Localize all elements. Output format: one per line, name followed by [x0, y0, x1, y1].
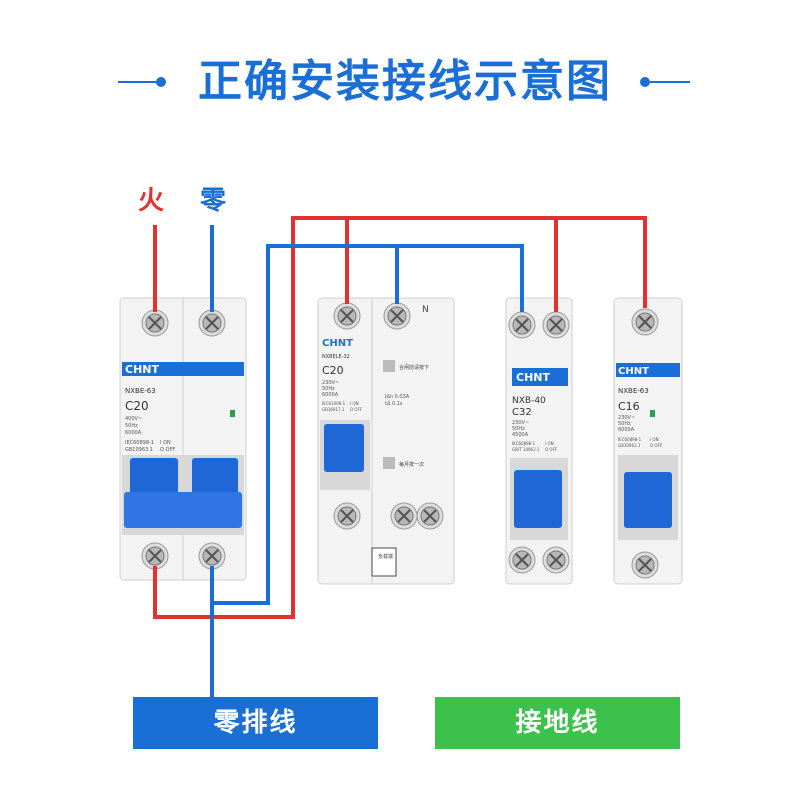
title-dot-right [640, 77, 650, 87]
svg-text:50Hz: 50Hz [322, 386, 335, 392]
svg-text:C16: C16 [618, 400, 640, 413]
svg-text:50Hz: 50Hz [125, 423, 138, 429]
svg-text:IEC60898-1: IEC60898-1 [618, 437, 642, 442]
svg-text:I ON: I ON [350, 401, 359, 406]
svg-text:O OFF: O OFF [160, 447, 175, 453]
screw-icon [141, 542, 169, 570]
svg-text:GB10963.1: GB10963.1 [618, 443, 641, 448]
svg-text:NXBE-63: NXBE-63 [618, 387, 649, 395]
svg-text:6000A: 6000A [125, 430, 142, 436]
breaker-4: CHNT NXBE-63 C16 230V~ 50Hz 6000A IEC608… [613, 297, 683, 585]
svg-text:O OFF: O OFF [545, 447, 558, 452]
svg-text:GB16917.1: GB16917.1 [322, 407, 345, 412]
title-line-right [650, 81, 690, 83]
toggle-handle [324, 424, 364, 472]
screw-icon [141, 309, 169, 337]
svg-text:GB10963.1: GB10963.1 [125, 447, 153, 453]
toggle-handle [514, 470, 562, 528]
breaker-2: N CHNT NXBELE-32 C20 230V~ 50Hz 6000A IE… [317, 297, 455, 585]
screw-icon [198, 309, 226, 337]
svg-text:CHNT: CHNT [516, 371, 550, 384]
svg-text:6000A: 6000A [618, 427, 635, 433]
svg-text:tΔ 0.1s: tΔ 0.1s [385, 401, 403, 407]
breaker-1: CHNT NXBE-63 C20 400V~ 50Hz 6000A IEC608… [119, 297, 247, 581]
title-line-left [118, 81, 158, 83]
svg-text:I ON: I ON [160, 440, 171, 446]
rating-label: C20 [125, 399, 149, 413]
page-title: 正确安装接线示意图 [198, 56, 612, 107]
svg-text:50Hz: 50Hz [512, 426, 525, 432]
svg-text:IEC60898-1: IEC60898-1 [125, 440, 154, 446]
svg-text:负载端: 负载端 [378, 553, 393, 560]
toggle-handle [624, 472, 672, 528]
svg-text:C20: C20 [322, 364, 344, 377]
svg-text:O OFF: O OFF [350, 407, 363, 412]
svg-text:230V~: 230V~ [618, 415, 635, 421]
svg-text:50Hz: 50Hz [618, 421, 631, 427]
svg-text:I ON: I ON [650, 437, 659, 442]
neutral-bar-label: 零排线 [133, 697, 378, 749]
svg-text:GB/T 10963.1: GB/T 10963.1 [512, 447, 540, 452]
svg-text:400V~: 400V~ [125, 416, 142, 422]
live-label: 火 [138, 186, 165, 216]
toggle-handle [124, 492, 242, 528]
model-label: NXBE-63 [125, 387, 156, 395]
neutral-label: 零 [200, 186, 227, 216]
svg-text:230V~: 230V~ [512, 420, 529, 426]
svg-text:IΔn 0.03A: IΔn 0.03A [385, 394, 410, 400]
screw-icon [198, 542, 226, 570]
title-dot-left [156, 77, 166, 87]
svg-text:N: N [422, 305, 429, 315]
svg-text:合闸前请按下: 合闸前请按下 [399, 364, 429, 371]
svg-text:O OFF: O OFF [650, 443, 663, 448]
svg-text:CHNT: CHNT [618, 366, 649, 377]
svg-text:6000A: 6000A [322, 392, 339, 398]
ground-bar-label: 接地线 [435, 697, 680, 749]
svg-text:NXBELE-32: NXBELE-32 [322, 354, 350, 360]
svg-text:C32: C32 [512, 407, 532, 418]
svg-text:IEC61009-1: IEC61009-1 [322, 401, 346, 406]
live-bus-wire [153, 216, 647, 619]
title-row: 正确安装接线示意图 [0, 52, 800, 112]
svg-text:每月按一次: 每月按一次 [399, 461, 424, 468]
svg-text:4500A: 4500A [512, 432, 529, 438]
svg-text:IEC60898-1: IEC60898-1 [512, 441, 536, 446]
breaker-3: CHNT NXB-40 C32 230V~ 50Hz 4500A IEC6089… [505, 297, 573, 585]
svg-text:I ON: I ON [545, 441, 554, 446]
svg-text:CHNT: CHNT [322, 338, 353, 349]
brand-label: CHNT [125, 363, 159, 376]
neutral-bus-wire [210, 244, 524, 605]
svg-text:230V~: 230V~ [322, 380, 339, 386]
svg-text:NXB-40: NXB-40 [512, 396, 546, 406]
